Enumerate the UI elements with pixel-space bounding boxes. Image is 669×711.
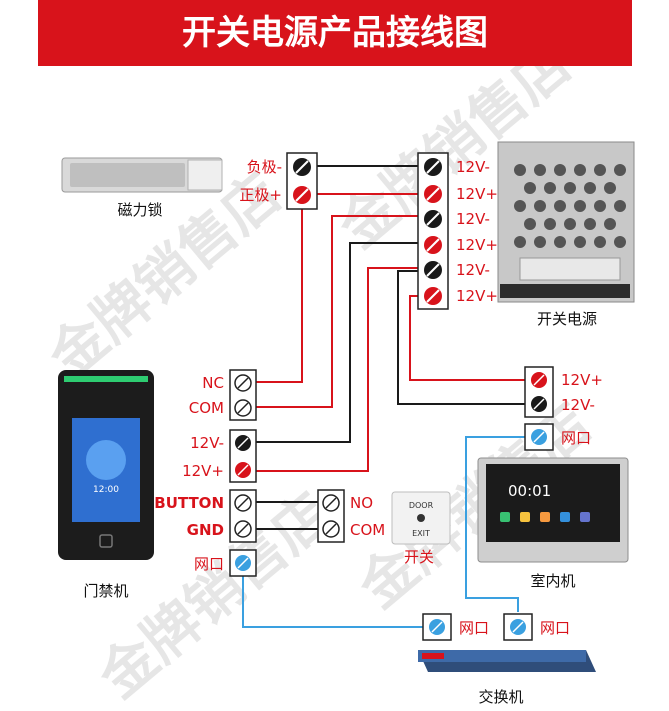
wire-com xyxy=(256,215,420,408)
nc-label: NC xyxy=(202,374,224,392)
psu-terminal-4-label: 12V+ xyxy=(456,236,498,254)
page-title: 开关电源产品接线图 xyxy=(182,13,488,53)
maglock-device xyxy=(61,157,223,193)
lock-neg-label: 负极- xyxy=(247,158,282,176)
monitor-power-block xyxy=(524,366,554,418)
lock-pos-label: 正极+ xyxy=(239,186,282,204)
exit-door-text: DOOR xyxy=(409,501,434,510)
com-label: COM xyxy=(189,399,224,417)
monitor-network-port xyxy=(524,423,554,451)
button-label: BUTTON xyxy=(154,494,224,512)
terminal-relay-block xyxy=(229,369,257,421)
wire-monitor-12v-pos xyxy=(409,295,525,381)
indoor-monitor-device: 00:01 xyxy=(477,457,629,563)
power-supply-device xyxy=(497,141,635,303)
monitor-12v-pos-label: 12V+ xyxy=(561,371,603,389)
access-terminal-label: 门禁机 xyxy=(83,582,128,600)
psu-terminal-1-label: 12V- xyxy=(456,158,490,176)
monitor-12v-neg-label: 12V- xyxy=(561,396,595,414)
terminal-12v-pos-label: 12V+ xyxy=(182,462,224,480)
exit-com-label: COM xyxy=(350,521,385,539)
terminal-network-port xyxy=(229,549,257,577)
switch-net-1-label: 网口 xyxy=(459,619,489,637)
terminal-time: 12:00 xyxy=(93,485,119,495)
wire-terminal-network xyxy=(242,576,423,628)
psu-terminal-5-label: 12V- xyxy=(456,261,490,279)
psu-terminal-3-label: 12V- xyxy=(456,210,490,228)
wire-terminal-12v-pos xyxy=(256,267,420,472)
exit-button-terminal-block xyxy=(317,489,345,543)
terminal-power-block xyxy=(229,429,257,483)
monitor-time: 00:01 xyxy=(508,482,551,500)
psu-terminal-block xyxy=(417,152,449,310)
wire-monitor-12v-neg xyxy=(397,270,525,405)
terminal-button-block xyxy=(229,489,257,543)
maglock-label: 磁力锁 xyxy=(117,201,162,219)
maglock-terminal-block xyxy=(286,152,318,210)
power-supply-label: 开关电源 xyxy=(537,310,597,328)
wire-terminal-12v-neg xyxy=(256,242,420,443)
monitor-net-label: 网口 xyxy=(561,429,591,447)
psu-terminal-6-label: 12V+ xyxy=(456,287,498,305)
psu-vent-pattern xyxy=(514,164,626,248)
switch-label: 交换机 xyxy=(478,688,523,706)
wire-nc xyxy=(256,180,303,383)
exit-button-device: DOOR EXIT xyxy=(391,491,451,545)
exit-exit-text: EXIT xyxy=(412,529,430,538)
exit-button-label: 开关 xyxy=(404,548,434,566)
gnd-label: GND xyxy=(187,521,224,539)
indoor-monitor-label: 室内机 xyxy=(530,572,575,590)
psu-terminal-2-label: 12V+ xyxy=(456,185,498,203)
no-label: NO xyxy=(350,494,373,512)
wires xyxy=(242,165,525,628)
network-switch-device xyxy=(418,650,596,672)
terminal-12v-neg-label: 12V- xyxy=(190,434,224,452)
switch-port-2 xyxy=(503,613,533,641)
switch-net-2-label: 网口 xyxy=(540,619,570,637)
wire-monitor-network xyxy=(465,436,525,612)
access-terminal-device: 12:00 xyxy=(58,370,154,560)
terminal-net-label: 网口 xyxy=(194,555,224,573)
title-banner xyxy=(38,0,632,66)
switch-port-1 xyxy=(422,613,452,641)
